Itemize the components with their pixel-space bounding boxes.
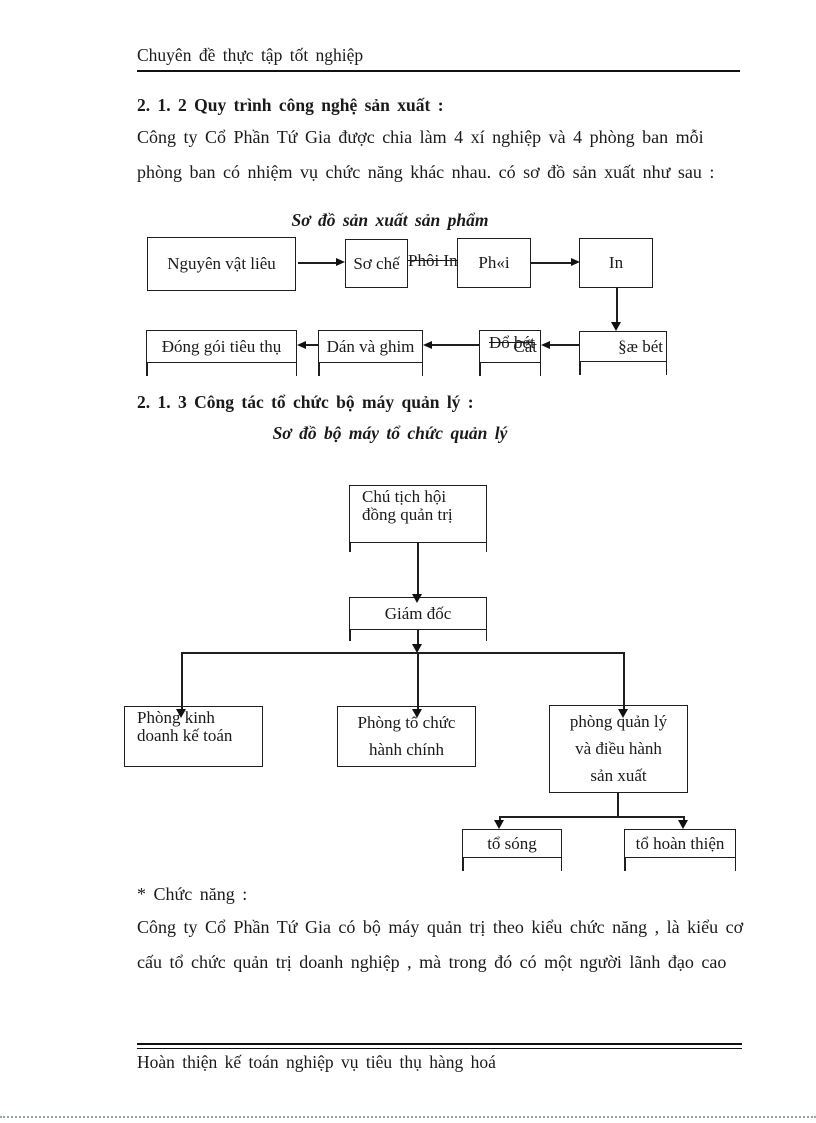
strikethrough-overlay-do-bet: Đổ bét bbox=[489, 333, 535, 352]
function-label: * Chức năng : bbox=[137, 884, 248, 904]
production-chart-title: Sơ đồ sản xuất sản phẩm bbox=[291, 210, 489, 230]
org-box-dept-business-line2: doanh kế toán bbox=[137, 725, 233, 745]
arrowhead-down-icon bbox=[611, 322, 621, 331]
org-drop-dept3 bbox=[623, 652, 625, 710]
org-box-dept-business: Phòng kinh doanh kế toán bbox=[124, 706, 263, 767]
header-rule bbox=[137, 70, 740, 73]
box-stub bbox=[665, 362, 667, 375]
org-drop-dept2 bbox=[417, 652, 419, 710]
flow-box-print-label: In bbox=[608, 253, 624, 273]
box-stub bbox=[734, 858, 736, 871]
org-box-team-finish-label: tổ hoàn thiện bbox=[635, 833, 725, 853]
org-drop-team1 bbox=[499, 816, 501, 822]
org-box-director-label: Giám đốc bbox=[384, 603, 452, 623]
flow-box-pour: §æ bét bbox=[579, 331, 667, 362]
flow-box-prep: Sơ chế bbox=[345, 239, 408, 288]
box-stub bbox=[295, 363, 297, 376]
arrowhead-right-icon bbox=[571, 257, 580, 266]
flow-box-blank: Ph«i bbox=[457, 238, 531, 288]
org-box-director: Giám đốc bbox=[349, 597, 487, 630]
arrowhead-left-icon bbox=[297, 340, 306, 349]
strikethrough-overlay-phoi-in: Phôi In bbox=[408, 251, 458, 270]
flow-box-pour-label: §æ bét bbox=[618, 336, 663, 356]
arrowhead-down-icon bbox=[618, 709, 628, 718]
flow-connector-glue-pack bbox=[306, 344, 318, 346]
arrowhead-left-icon bbox=[423, 340, 432, 349]
box-stub bbox=[485, 630, 487, 641]
arrowhead-down-icon bbox=[494, 820, 504, 829]
org-box-chairman: Chú tịch hội đồng quản trị bbox=[349, 485, 487, 543]
running-footer: Hoàn thiện kế toán nghiệp vụ tiêu thụ hà… bbox=[137, 1052, 496, 1072]
org-box-dept-production-line2: và điều hành bbox=[575, 739, 662, 759]
flow-box-cut: Cắt bbox=[479, 330, 541, 363]
section-212-body-line2: phòng ban có nhiệm vụ chức năng khác nha… bbox=[137, 162, 715, 182]
running-header: Chuyên đề thực tập tốt nghiệp bbox=[137, 45, 364, 65]
org-box-dept-admin-line2: hành chính bbox=[368, 740, 445, 760]
flow-connector-materials-prep bbox=[298, 262, 336, 264]
box-stub bbox=[349, 630, 351, 641]
arrowhead-down-icon bbox=[678, 820, 688, 829]
flow-connector-pour-cut bbox=[550, 344, 579, 346]
box-stub bbox=[318, 363, 320, 376]
section-212-body-line1: Công ty Cổ Phần Tứ Gia được chia làm 4 x… bbox=[137, 127, 704, 147]
flow-box-blank-label: Ph«i bbox=[478, 253, 510, 273]
box-stub bbox=[539, 363, 541, 376]
arrowhead-down-icon bbox=[412, 594, 422, 603]
org-box-dept-admin-line1: Phòng tổ chức bbox=[357, 712, 456, 732]
org-connector-director-bar bbox=[417, 630, 419, 645]
box-stub bbox=[485, 543, 487, 552]
function-body-line1: Công ty Cổ Phần Tứ Gia có bộ máy quản tr… bbox=[137, 917, 744, 937]
box-stub bbox=[146, 363, 148, 376]
org-connector-dept3-bar2 bbox=[617, 793, 619, 816]
arrowhead-right-icon bbox=[336, 257, 345, 266]
arrowhead-down-icon bbox=[412, 709, 422, 718]
org-box-dept-production: phòng quản lý và điều hành sản xuất bbox=[549, 705, 688, 793]
box-stub bbox=[579, 362, 581, 375]
org-box-dept-production-line3: sản xuất bbox=[590, 766, 647, 786]
flow-connector-cut-glue bbox=[432, 344, 479, 346]
arrowhead-left-icon bbox=[541, 340, 550, 349]
org-box-dept-production-line1: phòng quản lý bbox=[569, 711, 668, 731]
flow-box-glue-label: Dán và ghim bbox=[326, 336, 415, 356]
flow-box-materials: Nguyên vật liêu bbox=[147, 237, 296, 291]
box-stub bbox=[560, 858, 562, 871]
flow-box-pack-label: Đóng gói tiêu thụ bbox=[161, 336, 282, 356]
org-box-chairman-line1: Chú tịch hội bbox=[362, 487, 447, 506]
org-connector-chairman-director bbox=[417, 543, 419, 596]
org-connector-bar2 bbox=[499, 816, 684, 818]
arrowhead-down-icon bbox=[412, 644, 422, 653]
org-connector-bar1 bbox=[181, 652, 624, 654]
function-body-line2: cấu tổ chức quản trị doanh nghiệp , mà t… bbox=[137, 952, 727, 972]
org-box-chairman-line2: đồng quản trị bbox=[362, 504, 453, 524]
box-stub bbox=[349, 543, 351, 552]
org-box-dept-admin: Phòng tổ chức hành chính bbox=[337, 706, 476, 767]
box-stub bbox=[462, 858, 464, 871]
org-chart-title: Sơ đồ bộ máy tổ chức quản lý bbox=[272, 423, 508, 443]
section-212-heading: 2. 1. 2 Quy trình công nghệ sản xuất : bbox=[137, 95, 444, 115]
flow-box-pack: Đóng gói tiêu thụ bbox=[146, 330, 297, 363]
arrowhead-down-icon bbox=[176, 709, 186, 718]
org-drop-dept1 bbox=[181, 652, 183, 710]
flow-box-cut-label: Cắt bbox=[513, 336, 537, 356]
flow-box-print: In bbox=[579, 238, 653, 288]
org-box-team-finish: tổ hoàn thiện bbox=[624, 829, 736, 858]
footer-rule bbox=[137, 1043, 742, 1049]
flow-box-glue: Dán và ghim bbox=[318, 330, 423, 363]
org-box-team-wave: tổ sóng bbox=[462, 829, 562, 858]
org-box-dept-business-line1: Phòng kinh bbox=[137, 708, 215, 727]
flow-box-prep-label: Sơ chế bbox=[353, 253, 400, 273]
flow-connector-blank-print bbox=[531, 262, 571, 264]
flow-connector-print-pour bbox=[616, 288, 618, 323]
box-stub bbox=[624, 858, 626, 871]
org-drop-team2 bbox=[683, 816, 685, 822]
box-stub bbox=[479, 363, 481, 376]
section-213-heading: 2. 1. 3 Công tác tổ chức bộ máy quản lý … bbox=[137, 392, 474, 412]
page-break-dotted-line bbox=[0, 1116, 816, 1118]
box-stub bbox=[421, 363, 423, 376]
org-box-team-wave-label: tổ sóng bbox=[487, 833, 537, 853]
flow-box-materials-label: Nguyên vật liêu bbox=[167, 254, 276, 274]
